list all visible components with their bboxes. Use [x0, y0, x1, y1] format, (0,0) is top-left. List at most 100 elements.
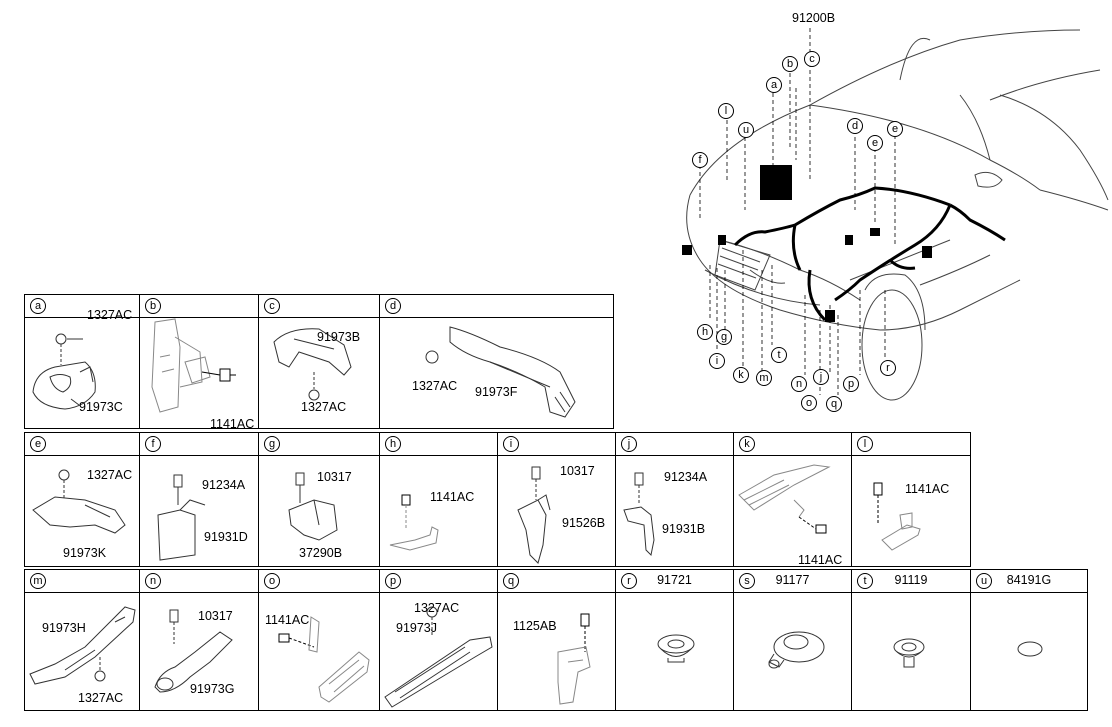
car-callout: n: [791, 376, 807, 392]
car-callout: i: [709, 353, 725, 369]
part-label: 1327AC: [412, 379, 458, 393]
panel-k: k 1141AC: [733, 432, 852, 567]
bracket-illustration: [517, 466, 551, 564]
panel-g: g 10317 37290B: [258, 432, 380, 567]
part-label: 1125AB: [513, 619, 557, 633]
grommet-illustration: [768, 631, 825, 669]
panel-letter: m: [30, 573, 46, 589]
part-label: 91234A: [202, 478, 246, 492]
car-callout: k: [733, 367, 749, 383]
car-illustration: [682, 28, 1109, 401]
part-label: 91973G: [190, 682, 235, 696]
part-label: 10317: [560, 464, 595, 478]
panel-letter: r: [621, 573, 637, 589]
main-part-label: 91200B: [792, 11, 836, 25]
panel-o: o 1141AC: [258, 569, 380, 711]
panel-letter: u: [976, 573, 992, 589]
panel-letter: l: [857, 436, 873, 452]
part-label: 91931D: [204, 530, 248, 544]
car-callout: t: [771, 347, 787, 363]
grommet-illustration: [657, 634, 695, 663]
bracket-illustration: [384, 606, 493, 708]
car-callout: f: [692, 152, 708, 168]
car-callout: b: [782, 56, 798, 72]
car-callout: m: [756, 370, 772, 386]
part-label: 1141AC: [265, 613, 310, 627]
part-label: 91973J: [396, 621, 438, 635]
frame-illustration: [278, 616, 370, 703]
panel-l: l 1141AC: [851, 432, 971, 567]
panel-m: m 91973H 1327AC: [24, 569, 140, 711]
bracket-illustration: [29, 606, 136, 685]
panel-c: c 91973B 1327AC: [258, 294, 380, 429]
panel-f: f 91234A 91931D: [139, 432, 259, 567]
part-label: 1327AC: [78, 691, 124, 705]
car-callout: e: [867, 135, 883, 151]
part-label: 91973B: [317, 330, 361, 344]
car-callout: r: [880, 360, 896, 376]
bracket-illustration: [288, 472, 338, 541]
car-callout: l: [718, 103, 734, 119]
panel-letter: g: [264, 436, 280, 452]
panel-b: b 1141AC: [139, 294, 259, 431]
car-callout: o: [801, 395, 817, 411]
part-label: 1141AC: [210, 417, 255, 431]
panel-part-title: 84191G: [1006, 573, 1052, 587]
panel-letter: f: [145, 436, 161, 452]
panel-letter: c: [264, 298, 280, 314]
panel-j: j 91234A 91931B: [615, 432, 734, 567]
panel-r: r 91721: [615, 569, 734, 711]
part-label: 91234A: [664, 470, 708, 484]
panel-letter: b: [145, 298, 161, 314]
panel-letter: q: [503, 573, 519, 589]
panel-a: a 1327AC 91973C: [24, 294, 140, 429]
panel-letter: i: [503, 436, 519, 452]
car-callout: g: [716, 329, 732, 345]
clip-illustration: [557, 613, 591, 705]
panel-q: q 1125AB: [497, 569, 616, 711]
part-label: 91973F: [475, 385, 518, 399]
clip-illustration: [389, 494, 439, 551]
panel-letter: n: [145, 573, 161, 589]
panel-letter: a: [30, 298, 46, 314]
panel-letter: s: [739, 573, 755, 589]
car-callout: e: [887, 121, 903, 137]
clip-illustration: [873, 482, 921, 551]
part-label: 1141AC: [905, 482, 950, 496]
part-label: 91973K: [63, 546, 107, 560]
panel-u: u 84191G: [970, 569, 1088, 711]
panel-part-title: 91177: [775, 573, 810, 587]
panel-letter: t: [857, 573, 873, 589]
bracket-illustration: [623, 472, 655, 557]
part-label: 1327AC: [87, 468, 133, 482]
part-label: 91526B: [562, 516, 606, 530]
part-label: 10317: [198, 609, 233, 623]
bracket-illustration: [425, 326, 576, 418]
bracket-illustration: [32, 469, 126, 534]
car-callout: h: [697, 324, 713, 340]
panel-s: s 91177: [733, 569, 852, 711]
pillar-illustration: [151, 318, 236, 413]
part-label: 10317: [317, 470, 352, 484]
panel-t: t 91119: [851, 569, 971, 711]
panel-h: h 1141AC: [379, 432, 498, 567]
frame-illustration: [738, 464, 831, 534]
panel-letter: k: [739, 436, 755, 452]
panel-letter: h: [385, 436, 401, 452]
part-label: 37290B: [299, 546, 343, 560]
panel-part-title: 91721: [657, 573, 692, 587]
car-callout: p: [843, 376, 859, 392]
bracket-illustration: [157, 474, 206, 561]
car-callout: q: [826, 396, 842, 412]
part-label: 1141AC: [798, 553, 843, 567]
panel-d: d 1327AC 91973F: [379, 294, 614, 429]
panel-letter: o: [264, 573, 280, 589]
panel-p: p 1327AC 91973J: [379, 569, 498, 711]
part-label: 1327AC: [301, 400, 347, 414]
bracket-illustration: [154, 609, 233, 693]
panel-n: n 10317 91973G: [139, 569, 259, 711]
bracket-illustration: [273, 328, 352, 401]
plug-illustration: [1017, 641, 1043, 657]
car-callout: u: [738, 122, 754, 138]
car-callout: a: [766, 77, 782, 93]
